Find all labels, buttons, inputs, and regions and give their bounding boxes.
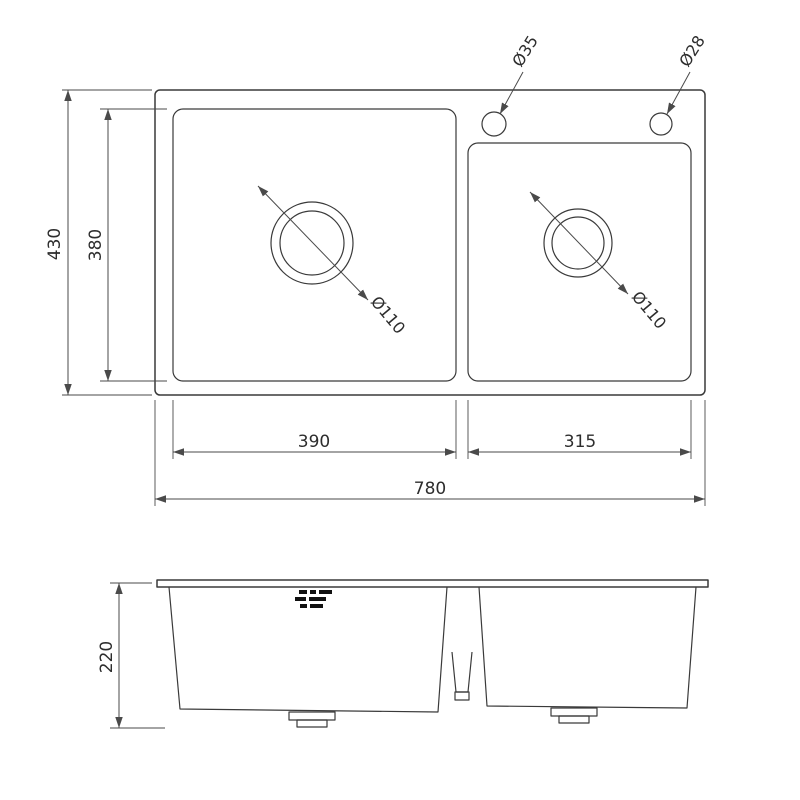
brand-mark-segment — [309, 597, 326, 601]
side-left-drain-cap — [296, 719, 328, 728]
brand-mark — [295, 590, 332, 608]
faucet-hole-right-label: Ø28 — [675, 32, 709, 70]
right-drain-diameter-line — [529, 191, 629, 295]
faucet-hole-right-leader — [666, 71, 691, 115]
brand-mark-segment — [319, 590, 332, 594]
side-right-bowl-profile — [478, 586, 697, 709]
brand-mark-segment — [310, 590, 316, 594]
side-right-drain-fitting — [550, 707, 598, 717]
side-left-drain-fitting — [288, 711, 336, 721]
dim-780-label: 780 — [414, 479, 446, 499]
left-drain-diameter-line — [257, 185, 369, 301]
top-view: Ø110 Ø110 Ø35 Ø28 — [154, 32, 709, 396]
dim-390-label: 390 — [298, 432, 330, 452]
dim-380-label: 380 — [86, 229, 106, 261]
side-left-bowl-profile — [168, 586, 448, 713]
left-drain-diameter-label: Ø110 — [367, 292, 409, 337]
right-bowl — [467, 142, 692, 382]
brand-mark-segment — [299, 590, 307, 594]
faucet-hole-left-circle — [481, 111, 507, 137]
brand-mark-segment — [310, 604, 323, 608]
dim-430-label: 430 — [45, 228, 65, 260]
right-drain-diameter-label: Ø110 — [628, 287, 670, 332]
dim-315-label: 315 — [564, 432, 596, 452]
side-center-divider-foot — [454, 691, 470, 701]
side-center-divider — [451, 651, 473, 693]
left-bowl — [172, 108, 457, 382]
brand-mark-segment — [295, 597, 306, 601]
faucet-hole-right-circle — [649, 112, 673, 136]
sink-outer-rim — [154, 89, 706, 396]
dim-220-label: 220 — [97, 641, 117, 673]
faucet-hole-left-label: Ø35 — [508, 32, 542, 70]
brand-mark-segment — [300, 604, 307, 608]
top-view-dimensions: 430 380 390 315 780 — [45, 89, 706, 506]
side-right-drain-cap — [558, 715, 590, 724]
side-view: 220 — [97, 579, 709, 729]
side-rim — [156, 579, 709, 588]
faucet-hole-left-leader — [499, 71, 524, 115]
